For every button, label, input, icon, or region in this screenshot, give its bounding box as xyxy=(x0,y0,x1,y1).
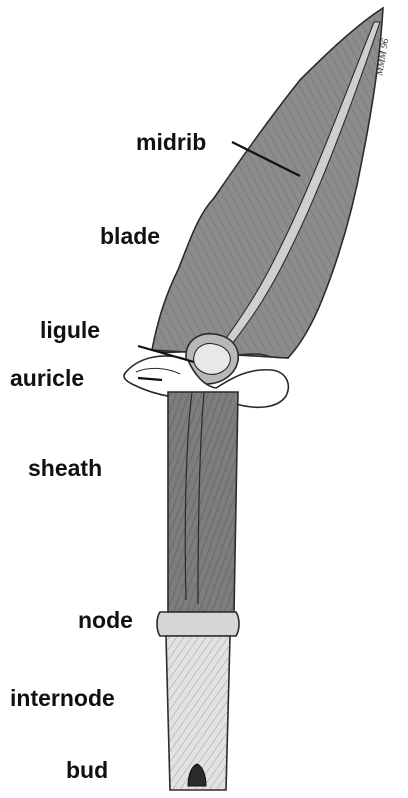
label-node: node xyxy=(78,607,133,633)
leaf-sheath xyxy=(168,392,238,614)
stem-node xyxy=(157,612,239,636)
label-internode: internode xyxy=(10,685,115,711)
label-sheath: sheath xyxy=(28,455,102,481)
label-bud: bud xyxy=(66,757,108,783)
leaf-blade xyxy=(152,8,383,358)
label-auricle: auricle xyxy=(10,365,84,391)
label-blade: blade xyxy=(100,223,160,249)
label-ligule: ligule xyxy=(40,317,100,343)
label-midrib: midrib xyxy=(136,129,206,155)
